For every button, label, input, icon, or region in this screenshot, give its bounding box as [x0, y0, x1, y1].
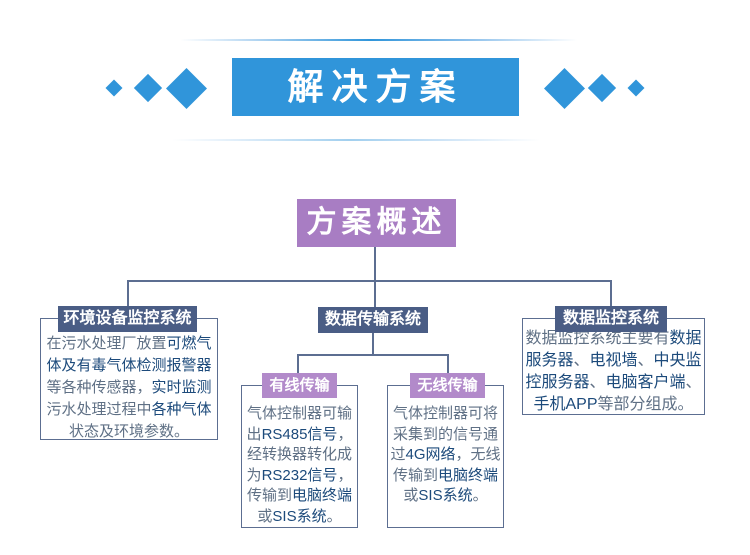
- diamond-icon: [587, 73, 617, 103]
- diamond-icon: [133, 73, 163, 103]
- section-title-banner: 解决方案: [232, 58, 519, 116]
- env-monitoring-header: 环境设备监控系统: [58, 306, 197, 332]
- env-monitoring-text: 在污水处理厂放置可燃气体及有毒气体检测报警器等各种传感器，实时监测污水处理过程中…: [43, 333, 215, 443]
- text-segment: 电脑终端: [292, 487, 353, 504]
- data-monitoring-header: 数据监控系统: [555, 306, 667, 332]
- text-segment: 电视墙: [589, 352, 638, 369]
- data-transmission-header: 数据传输系统: [318, 307, 428, 333]
- wired-transmission-text: 气体控制器可输出RS485信号，经转换器转化成为RS232信号，传输到电脑终端或…: [243, 404, 356, 527]
- text-segment: 、: [573, 352, 590, 369]
- connector-line: [127, 280, 129, 307]
- wired-transmission-box: [241, 385, 358, 528]
- overview-title-box: 方案概述: [297, 199, 456, 247]
- text-segment: 、: [685, 374, 702, 391]
- connector-line: [610, 280, 612, 307]
- text-segment: SIS系统: [272, 507, 327, 525]
- text-segment: 电脑客户端: [605, 374, 686, 391]
- connector-line: [297, 354, 299, 373]
- data-transmission-title: 数据传输系统: [324, 311, 421, 328]
- connector-line: [447, 354, 449, 373]
- text-segment: 中央监控服务器: [525, 352, 702, 391]
- connector-line: [127, 280, 612, 282]
- env-monitoring-title: 环境设备监控系统: [63, 310, 192, 327]
- text-segment: SIS系统: [418, 487, 473, 504]
- diamond-icon: [543, 67, 586, 110]
- text-segment: 气体控制器可输出: [246, 405, 352, 443]
- diamond-icon: [105, 79, 123, 97]
- text-segment: 或: [257, 507, 273, 525]
- text-segment: 数据服务器: [525, 330, 702, 369]
- text-segment: 4G网络: [405, 446, 456, 463]
- text-segment: 等部分组成。: [597, 396, 694, 413]
- text-segment: 各种气体: [151, 401, 212, 418]
- text-segment: 电脑终端: [438, 466, 499, 484]
- text-segment: ，经转换器转化成为: [246, 425, 353, 484]
- text-segment: 可燃气体及有毒气体检测报警器: [46, 335, 212, 374]
- text-segment: ，无线传输到: [392, 446, 501, 484]
- text-segment: 或: [403, 487, 419, 504]
- accent-line-top: [180, 39, 577, 41]
- data-monitoring-title: 数据监控系统: [562, 310, 659, 327]
- connector-line: [374, 247, 376, 280]
- wired-transmission-title: 有线传输: [269, 377, 330, 394]
- text-segment: 、: [589, 374, 606, 391]
- connector-line: [297, 354, 449, 356]
- wired-transmission-header: 有线传输: [262, 373, 337, 398]
- wireless-transmission-title: 无线传输: [417, 377, 478, 394]
- data-monitoring-text: 数据监控系统主要有数据服务器、电视墙、中央监控服务器、电脑客户端、手机APP等部…: [524, 328, 703, 416]
- text-segment: 数据监控系统主要有: [525, 330, 670, 347]
- connector-line: [374, 280, 376, 307]
- connector-line: [372, 331, 374, 354]
- text-segment: 实时监测: [151, 379, 212, 396]
- text-segment: 气体控制器可将采集到的信号通过: [390, 405, 498, 463]
- wireless-transmission-box: [387, 385, 504, 528]
- diamond-icon: [165, 67, 208, 110]
- overview-title: 方案概述: [306, 206, 447, 239]
- diamond-icon: [627, 79, 645, 97]
- text-segment: RS232信号: [261, 466, 338, 484]
- wireless-transmission-text: 气体控制器可将采集到的信号通过4G网络，无线传输到电脑终端或SIS系统。: [389, 404, 502, 507]
- text-segment: 。: [326, 507, 342, 525]
- text-segment: 手机APP: [533, 396, 598, 413]
- section-title: 解决方案: [287, 66, 464, 107]
- text-segment: 污水处理过程中: [46, 401, 152, 418]
- text-segment: 状态及环境参数。: [68, 423, 189, 440]
- text-segment: 等各种传感器，: [46, 379, 152, 396]
- wireless-transmission-header: 无线传输: [410, 373, 485, 398]
- env-monitoring-box: [40, 318, 218, 440]
- text-segment: 。: [472, 487, 488, 504]
- text-segment: 在污水处理厂放置: [46, 335, 167, 352]
- data-monitoring-box: [522, 318, 705, 415]
- text-segment: RS485信号: [261, 425, 338, 443]
- text-segment: ，传输到: [246, 466, 353, 505]
- accent-line-under-banner: [172, 139, 540, 141]
- text-segment: 、: [637, 352, 654, 369]
